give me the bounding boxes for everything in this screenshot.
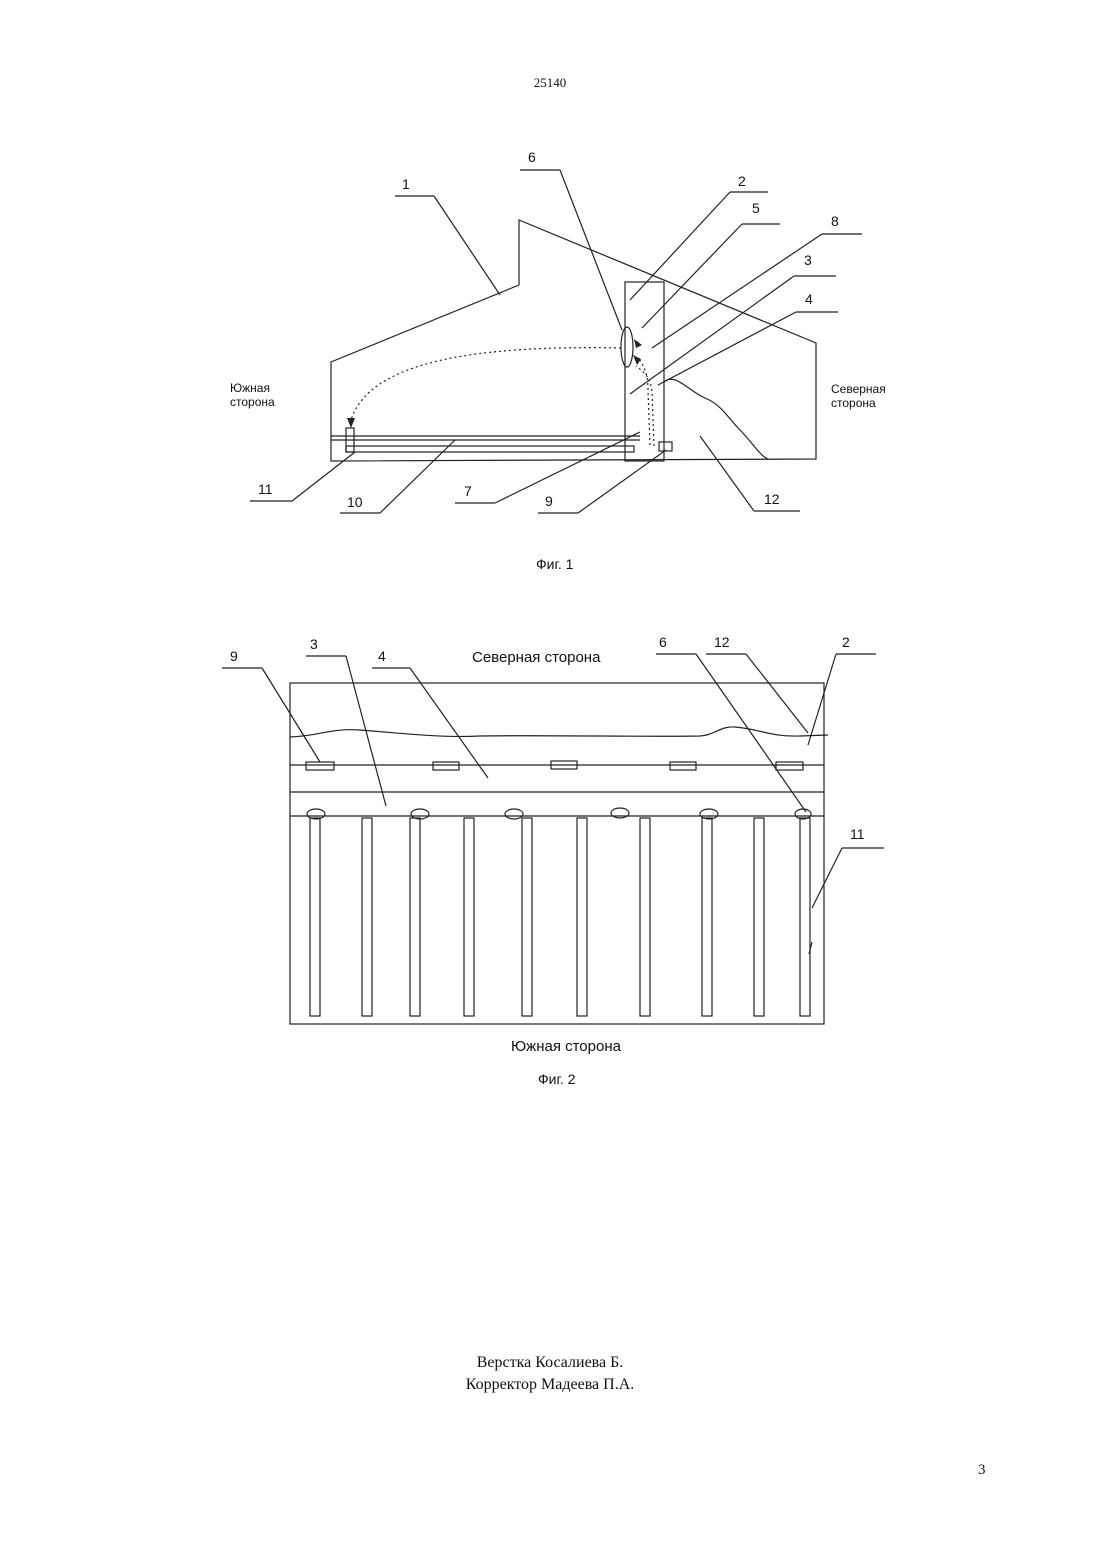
floor-tube <box>800 818 810 1016</box>
callout-1: 1 <box>402 176 410 192</box>
floor-tube <box>522 818 532 1016</box>
north-side-label-line1: Северная <box>831 382 886 396</box>
callout-3: 3 <box>310 636 318 652</box>
callout-3: 3 <box>804 252 812 268</box>
callout-12: 12 <box>764 491 780 507</box>
callout-4: 4 <box>805 291 813 307</box>
floor-tube <box>346 446 634 452</box>
layout-credit: Верстка Косалиева Б. <box>0 1352 1100 1374</box>
floor-tube <box>310 818 320 1016</box>
callout-8: 8 <box>831 213 839 229</box>
airflow-arc <box>351 348 621 420</box>
figure-1-side-labels: Южная сторона Северная сторона <box>230 381 886 410</box>
north-side-label-line2: сторона <box>831 396 876 410</box>
floor-tube <box>464 818 474 1016</box>
fan-6 <box>505 809 523 819</box>
credits-block: Верстка Косалиева Б. Корректор Мадеева П… <box>0 1352 1100 1396</box>
callout-2: 2 <box>842 634 850 650</box>
callout-4: 4 <box>378 648 386 664</box>
callout-12: 12 <box>714 634 730 650</box>
floor-tube <box>702 818 712 1016</box>
figure-1-caption: Фиг. 1 <box>536 556 574 572</box>
proofreader-credit: Корректор Мадеева П.А. <box>0 1374 1100 1396</box>
callout-9: 9 <box>545 493 553 509</box>
floor-tube <box>754 818 764 1016</box>
floor-tube <box>362 818 372 1016</box>
element-9-box <box>306 762 334 770</box>
floor-tube <box>640 818 650 1016</box>
figure-1 <box>250 170 862 513</box>
element-9-box <box>433 762 459 770</box>
south-side-label-line1: Южная <box>230 381 270 395</box>
figure-2-caption: Фиг. 2 <box>538 1071 576 1087</box>
floor-tube <box>410 818 420 1016</box>
fan-6 <box>621 327 633 367</box>
south-side-label-line2: сторона <box>230 395 275 409</box>
figure-2-south-label: Южная сторона <box>511 1038 622 1055</box>
plan-outline <box>290 683 824 1024</box>
callout-2: 2 <box>738 173 746 189</box>
soil-curve <box>664 379 768 459</box>
figure-2 <box>222 654 884 1024</box>
figure-2-north-label: Северная сторона <box>472 649 601 666</box>
callout-6: 6 <box>528 149 536 165</box>
callout-7: 7 <box>464 483 472 499</box>
callout-9: 9 <box>230 648 238 664</box>
figure-1-callout-numbers: 1 6 2 5 8 3 4 11 10 7 9 12 <box>258 149 839 510</box>
element-9-box <box>776 762 803 770</box>
callout-10: 10 <box>347 494 363 510</box>
floor-tube <box>577 818 587 1016</box>
element-9-box <box>670 762 696 770</box>
callout-5: 5 <box>752 200 760 216</box>
callout-6: 6 <box>659 634 667 650</box>
callout-11: 11 <box>850 826 865 842</box>
page-number: 3 <box>978 1462 986 1479</box>
callout-11: 11 <box>258 481 273 497</box>
storage-wall <box>625 282 664 461</box>
